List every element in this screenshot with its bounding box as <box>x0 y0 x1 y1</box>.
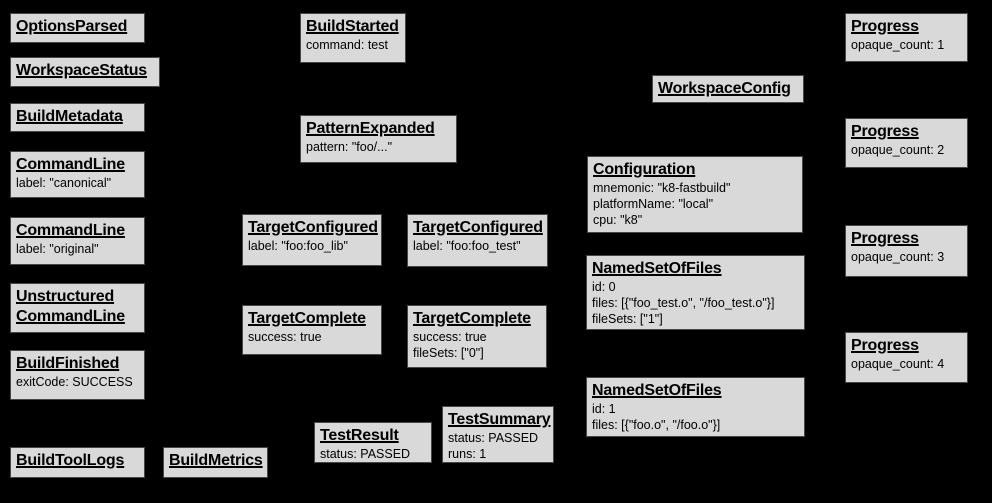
event-node-namedsetoffiles-1: NamedSetOfFiles id: 1 files: [{"foo.o", … <box>586 377 805 437</box>
node-title: CommandLine <box>16 156 125 173</box>
event-node-configuration: Configuration mnemonic: "k8-fastbuild" p… <box>587 156 803 233</box>
node-title: OptionsParsed <box>16 18 128 35</box>
node-title: Progress <box>851 337 919 354</box>
event-node-workspacestatus: WorkspaceStatus <box>10 57 160 87</box>
node-title: TargetConfigured <box>413 219 543 236</box>
event-node-progress-4: Progress opaque_count: 4 <box>845 332 968 383</box>
event-node-optionsparsed: OptionsParsed <box>10 13 145 43</box>
node-title: NamedSetOfFiles <box>592 260 722 277</box>
node-field: opaque_count: 4 <box>851 357 945 371</box>
event-node-workspaceconfig: WorkspaceConfig <box>652 75 804 103</box>
event-node-commandline-canonical: CommandLine label: "canonical" <box>10 151 145 198</box>
event-node-progress-3: Progress opaque_count: 3 <box>845 225 968 277</box>
node-title: BuildToolLogs <box>16 452 125 469</box>
node-title: BuildMetrics <box>169 452 263 469</box>
node-field: label: "foo:foo_lib" <box>248 239 348 253</box>
node-title: Progress <box>851 230 919 247</box>
node-field: command: test <box>306 38 388 52</box>
event-node-targetcomplete-foo-test: TargetComplete success: true fileSets: [… <box>407 305 547 368</box>
event-node-buildtoollogs: BuildToolLogs <box>10 447 145 478</box>
node-field: runs: 1 <box>448 447 487 461</box>
node-title: TargetComplete <box>248 310 366 327</box>
node-title: NamedSetOfFiles <box>592 382 722 399</box>
node-title: BuildFinished <box>16 355 120 372</box>
node-field: label: "canonical" <box>16 176 112 190</box>
event-node-commandline-original: CommandLine label: "original" <box>10 217 145 265</box>
node-title: WorkspaceConfig <box>658 80 791 97</box>
event-node-testresult: TestResult status: PASSED <box>314 422 432 463</box>
node-title: TargetConfigured <box>248 219 378 236</box>
event-node-targetconfigured-foo-test: TargetConfigured label: "foo:foo_test" <box>407 214 548 267</box>
event-node-buildmetrics: BuildMetrics <box>163 447 268 478</box>
node-title: CommandLine <box>16 222 125 239</box>
node-field: fileSets: ["1"] <box>592 312 663 326</box>
node-field: id: 0 <box>592 280 616 294</box>
node-title: BuildStarted <box>306 18 399 35</box>
node-field: fileSets: ["0"] <box>413 346 484 360</box>
event-node-unstructuredcommandline: Unstructured CommandLine <box>10 283 145 333</box>
node-field: label: "original" <box>16 242 99 256</box>
node-field: success: true <box>413 330 487 344</box>
node-field: exitCode: SUCCESS <box>16 375 133 389</box>
node-title: TestResult <box>320 427 399 444</box>
node-field: opaque_count: 1 <box>851 38 945 52</box>
node-field: label: "foo:foo_test" <box>413 239 521 253</box>
node-title: TargetComplete <box>413 310 531 327</box>
event-node-targetcomplete-foo-lib: TargetComplete success: true <box>242 305 382 355</box>
event-node-buildstarted: BuildStarted command: test <box>300 13 406 63</box>
node-title: Unstructured CommandLine <box>16 288 125 325</box>
node-title: Progress <box>851 18 919 35</box>
node-title: Progress <box>851 123 919 140</box>
node-title: PatternExpanded <box>306 120 435 137</box>
event-node-progress-1: Progress opaque_count: 1 <box>845 13 968 62</box>
event-node-patternexpanded: PatternExpanded pattern: "foo/..." <box>300 115 457 163</box>
node-field: pattern: "foo/..." <box>306 140 393 154</box>
node-title: WorkspaceStatus <box>16 62 147 79</box>
event-node-testsummary: TestSummary status: PASSED runs: 1 <box>442 406 554 463</box>
event-node-namedsetoffiles-0: NamedSetOfFiles id: 0 files: [{"foo_test… <box>586 255 805 330</box>
node-field: files: [{"foo.o", "/foo.o"}] <box>592 418 721 432</box>
event-node-targetconfigured-foo-lib: TargetConfigured label: "foo:foo_lib" <box>242 214 382 266</box>
node-title: BuildMetadata <box>16 108 123 125</box>
node-title: TestSummary <box>448 411 551 428</box>
node-field: opaque_count: 2 <box>851 143 945 157</box>
node-field: status: PASSED <box>448 431 539 445</box>
event-node-buildmetadata: BuildMetadata <box>10 103 145 132</box>
event-node-buildfinished: BuildFinished exitCode: SUCCESS <box>10 350 145 400</box>
node-field: cpu: "k8" <box>593 213 643 227</box>
node-title: Configuration <box>593 161 696 178</box>
node-field: success: true <box>248 330 322 344</box>
node-field: id: 1 <box>592 402 616 416</box>
node-field: mnemonic: "k8-fastbuild" <box>593 181 731 195</box>
node-field: opaque_count: 3 <box>851 250 945 264</box>
node-field: files: [{"foo_test.o", "/foo_test.o"}] <box>592 296 775 310</box>
node-field: platformName: "local" <box>593 197 714 211</box>
node-field: status: PASSED <box>320 447 411 461</box>
event-node-progress-2: Progress opaque_count: 2 <box>845 118 968 168</box>
